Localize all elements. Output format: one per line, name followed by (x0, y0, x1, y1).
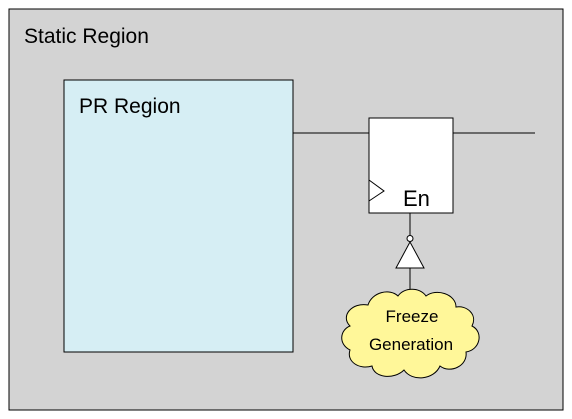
enable-label: En (403, 186, 430, 211)
pr-region-label: PR Region (79, 95, 181, 118)
register-box (368, 117, 454, 214)
static-region-label: Static Region (24, 25, 149, 48)
freeze-generation-cloud-icon (341, 288, 480, 379)
freeze-generation-label-line2: Generation (369, 335, 453, 354)
clock-triangle-icon (368, 179, 385, 202)
pr-region-box (63, 79, 294, 353)
inverter-bubble-icon (406, 235, 414, 242)
freeze-generation-label-line1: Freeze (386, 307, 439, 326)
